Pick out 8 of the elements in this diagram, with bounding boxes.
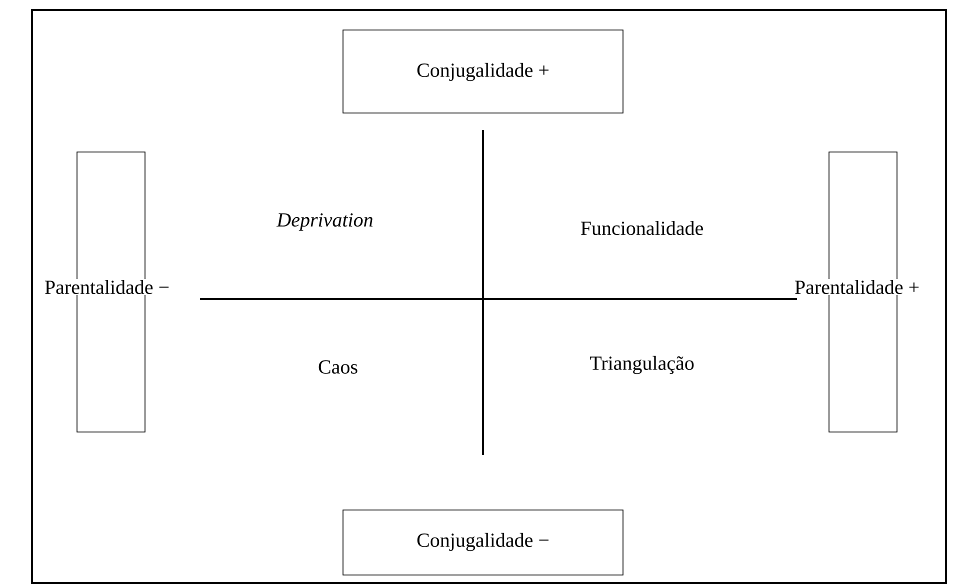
quadrant-label: Caos [318, 360, 358, 374]
quadrant-label: Deprivation [276, 213, 373, 231]
label-box: Parentalidade + [793, 152, 921, 432]
label-box: Conjugalidade + [342, 30, 624, 114]
quadrant-label: Triangulação [590, 356, 694, 374]
label-box: Conjugalidade − [342, 510, 624, 576]
quadrant-label: Funcionalidade [580, 220, 703, 236]
label-box: Parentalidade − [43, 152, 171, 432]
